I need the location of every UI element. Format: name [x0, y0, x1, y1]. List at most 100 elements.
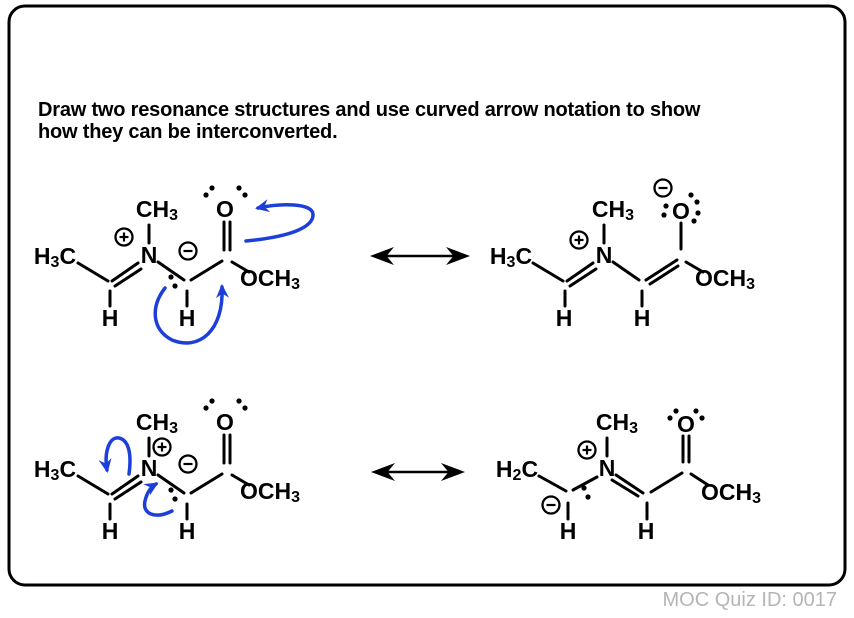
bond [531, 261, 565, 283]
resonance-double-arrow [371, 463, 465, 481]
atom-label: OCH3 [240, 265, 300, 293]
bond [537, 474, 568, 493]
lone-pair-dot [691, 218, 697, 224]
curved-electron-pushing-arrow [244, 199, 315, 243]
atom-label: CH3 [136, 409, 178, 437]
atom-label: H [179, 518, 196, 544]
atom-label: N [141, 242, 158, 268]
atom-label: H3C [490, 243, 532, 271]
question-line-2: how they can be interconverted. [38, 121, 338, 143]
lone-pair-dot [242, 192, 248, 198]
bond [649, 471, 684, 494]
minus-charge-icon [541, 495, 561, 515]
lone-pair-dot [168, 487, 174, 493]
bond [110, 261, 140, 283]
lone-pair-dot [695, 210, 701, 216]
atom-label: OCH3 [701, 479, 761, 507]
lone-pair-dot [581, 485, 587, 491]
bond [156, 260, 186, 282]
lone-pair-dot [693, 408, 699, 414]
lone-pair-dot [172, 283, 178, 289]
bond [568, 267, 598, 288]
atom-label: H [634, 305, 651, 331]
lone-pair-dot [663, 203, 669, 209]
card-border [7, 4, 847, 587]
atom-label: H3C [34, 243, 76, 271]
atom-label: H2C [496, 456, 538, 484]
atom-label: H [556, 305, 573, 331]
atom-label: N [596, 242, 613, 268]
bond [189, 472, 224, 495]
right-arrowhead-icon [441, 463, 465, 481]
bond [113, 267, 143, 288]
bond [230, 473, 251, 487]
lone-pair-dot [673, 408, 679, 414]
lone-pair-dot [667, 415, 673, 421]
bond [611, 260, 641, 282]
atom-label: N [141, 455, 158, 481]
lone-pair-dot [694, 199, 700, 205]
bond [684, 260, 705, 274]
right-arrowhead-icon [446, 247, 470, 265]
lone-pair-dot [236, 398, 242, 404]
minus-charge-icon [178, 241, 198, 261]
lone-pair-dot [242, 405, 248, 411]
lone-pair-dot [699, 415, 705, 421]
plus-charge-icon [569, 230, 589, 250]
lone-pair-dot [168, 274, 174, 280]
bond [189, 259, 224, 282]
resonance-double-arrow [370, 247, 470, 265]
plus-charge-icon [152, 437, 172, 457]
question-text: Draw two resonance structures and use cu… [38, 99, 808, 143]
bond [571, 475, 599, 492]
bond [76, 474, 110, 496]
quiz-id-label: MOC Quiz ID: 0017 [662, 589, 837, 611]
bond [156, 473, 186, 495]
atom-label: O [216, 409, 234, 435]
lone-pair-dot [203, 192, 209, 198]
plus-charge-icon [577, 440, 597, 460]
atom-label: O [216, 196, 234, 222]
atom-label: N [599, 455, 616, 481]
atom-label: H [560, 518, 577, 544]
atom-label: H [638, 518, 655, 544]
bond [610, 478, 640, 498]
question-line-1: Draw two resonance structures and use cu… [38, 99, 701, 121]
lone-pair-dot [172, 496, 178, 502]
atom-label: CH3 [592, 196, 634, 224]
minus-charge-icon [178, 454, 198, 474]
bond [614, 473, 645, 495]
curved-electron-pushing-arrow [142, 482, 174, 517]
curved-electron-pushing-arrow [98, 436, 132, 476]
atom-label: H [102, 518, 119, 544]
atom-label: O [672, 198, 690, 224]
minus-charge-icon [653, 178, 673, 198]
atom-label: OCH3 [695, 265, 755, 293]
bond [644, 258, 679, 282]
atom-label: O [677, 411, 695, 437]
left-arrowhead-icon [370, 247, 394, 265]
bond [113, 480, 143, 501]
curved-electron-pushing-arrow [153, 284, 229, 345]
bond [230, 260, 251, 274]
bond [565, 261, 595, 283]
atom-label: CH3 [596, 409, 638, 437]
left-arrowhead-icon [371, 463, 395, 481]
atom-label: OCH3 [240, 478, 300, 506]
atom-label: CH3 [136, 196, 178, 224]
atom-label: H [102, 305, 119, 331]
lone-pair-dot [209, 398, 215, 404]
atom-label: H3C [34, 456, 76, 484]
atom-label: H [179, 305, 196, 331]
bond [648, 264, 680, 286]
bond [110, 474, 140, 496]
lone-pair-dot [688, 192, 694, 198]
lone-pair-dot [236, 185, 242, 191]
lone-pair-dot [585, 494, 591, 500]
